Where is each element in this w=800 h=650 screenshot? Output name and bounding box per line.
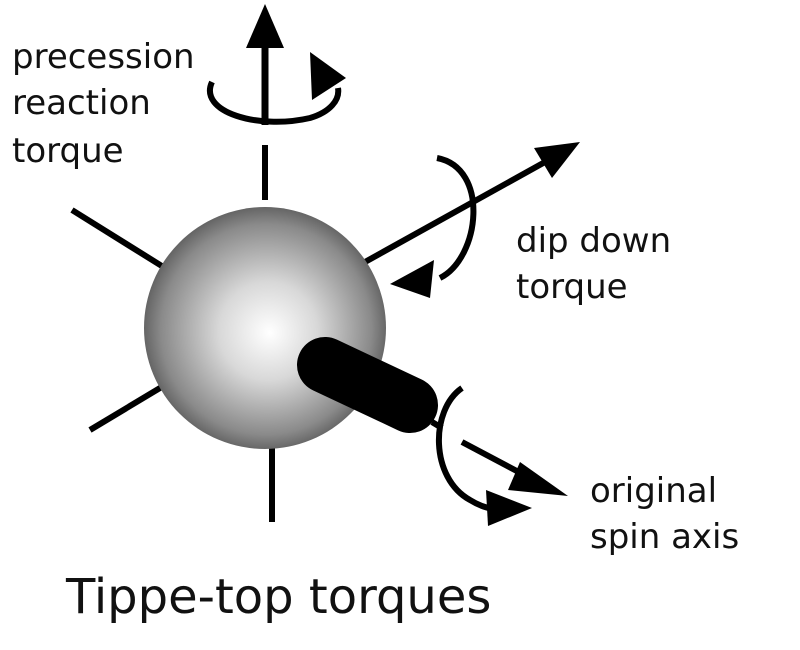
label-dip-down: dip down torque xyxy=(516,221,671,307)
arrowhead-spin-icon xyxy=(508,462,568,496)
label-precession-line-1: precession xyxy=(12,37,195,77)
spin-rotation-arrow xyxy=(435,385,532,526)
tippe-top-sphere xyxy=(144,207,386,449)
diagram-title: Tippe-top torques xyxy=(65,569,491,625)
curved-arrowhead-icon xyxy=(390,260,434,298)
dip-axis-arrow xyxy=(363,142,580,265)
spoke-upper-left xyxy=(70,207,167,271)
label-spin-line-1: original xyxy=(590,471,717,511)
label-dip-line-1: dip down xyxy=(516,221,671,261)
label-dip-line-2: torque xyxy=(516,267,628,307)
label-spin-axis: original spin axis xyxy=(590,471,739,557)
precession-rotation-arrow xyxy=(207,52,346,125)
curved-arrowhead-icon xyxy=(486,490,532,526)
arrowhead-diagonal-icon xyxy=(534,142,580,178)
arrowhead-up-icon xyxy=(246,4,284,48)
label-spin-line-2: spin axis xyxy=(590,517,739,557)
dip-rotation-arrow xyxy=(390,155,477,298)
curved-arrowhead-icon xyxy=(310,52,346,100)
label-precession: precession reaction torque xyxy=(12,37,195,171)
label-precession-line-2: reaction xyxy=(12,83,151,123)
precession-axis-arrow xyxy=(246,4,284,125)
tippe-top-stem xyxy=(297,337,438,433)
label-precession-line-3: torque xyxy=(12,131,124,171)
